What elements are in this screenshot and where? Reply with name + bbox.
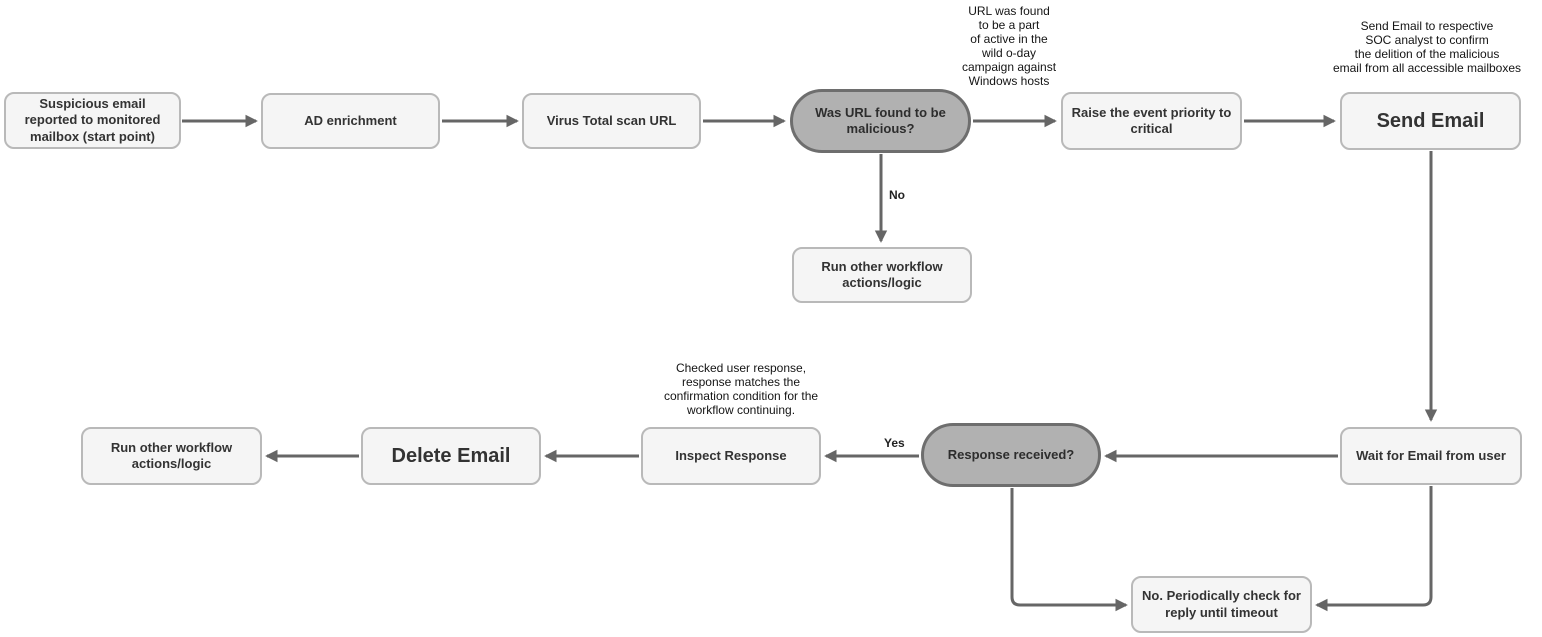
node-start-suspicious-email: Suspicious email reported to monitored m… <box>4 92 181 149</box>
node-send-email: Send Email <box>1340 92 1521 150</box>
node-run-other-workflow-top: Run other workflow actions/logic <box>792 247 972 303</box>
annotation-checked-response: Checked user response, response matches … <box>663 361 819 417</box>
edge-label-no: No <box>887 188 907 202</box>
node-wait-for-email: Wait for Email from user <box>1340 427 1522 485</box>
node-run-other-workflow-bottom: Run other workflow actions/logic <box>81 427 262 485</box>
edge-wait-to-periodic <box>1315 486 1433 612</box>
node-decision-response-received: Response received? <box>921 423 1101 487</box>
node-inspect-response: Inspect Response <box>641 427 821 485</box>
node-decision-url-malicious: Was URL found to be malicious? <box>790 89 971 153</box>
edge-label-yes: Yes <box>882 436 907 450</box>
node-ad-enrichment: AD enrichment <box>261 93 440 149</box>
node-raise-priority: Raise the event priority to critical <box>1061 92 1242 150</box>
node-delete-email: Delete Email <box>361 427 541 485</box>
annotation-send-email-details: Send Email to respective SOC analyst to … <box>1332 19 1522 75</box>
annotation-url-campaign: URL was found to be a part of active in … <box>961 4 1057 88</box>
node-periodic-check: No. Periodically check for reply until t… <box>1131 576 1312 633</box>
node-virustotal-scan: Virus Total scan URL <box>522 93 701 149</box>
edge-decision2-to-periodic <box>1010 488 1128 612</box>
